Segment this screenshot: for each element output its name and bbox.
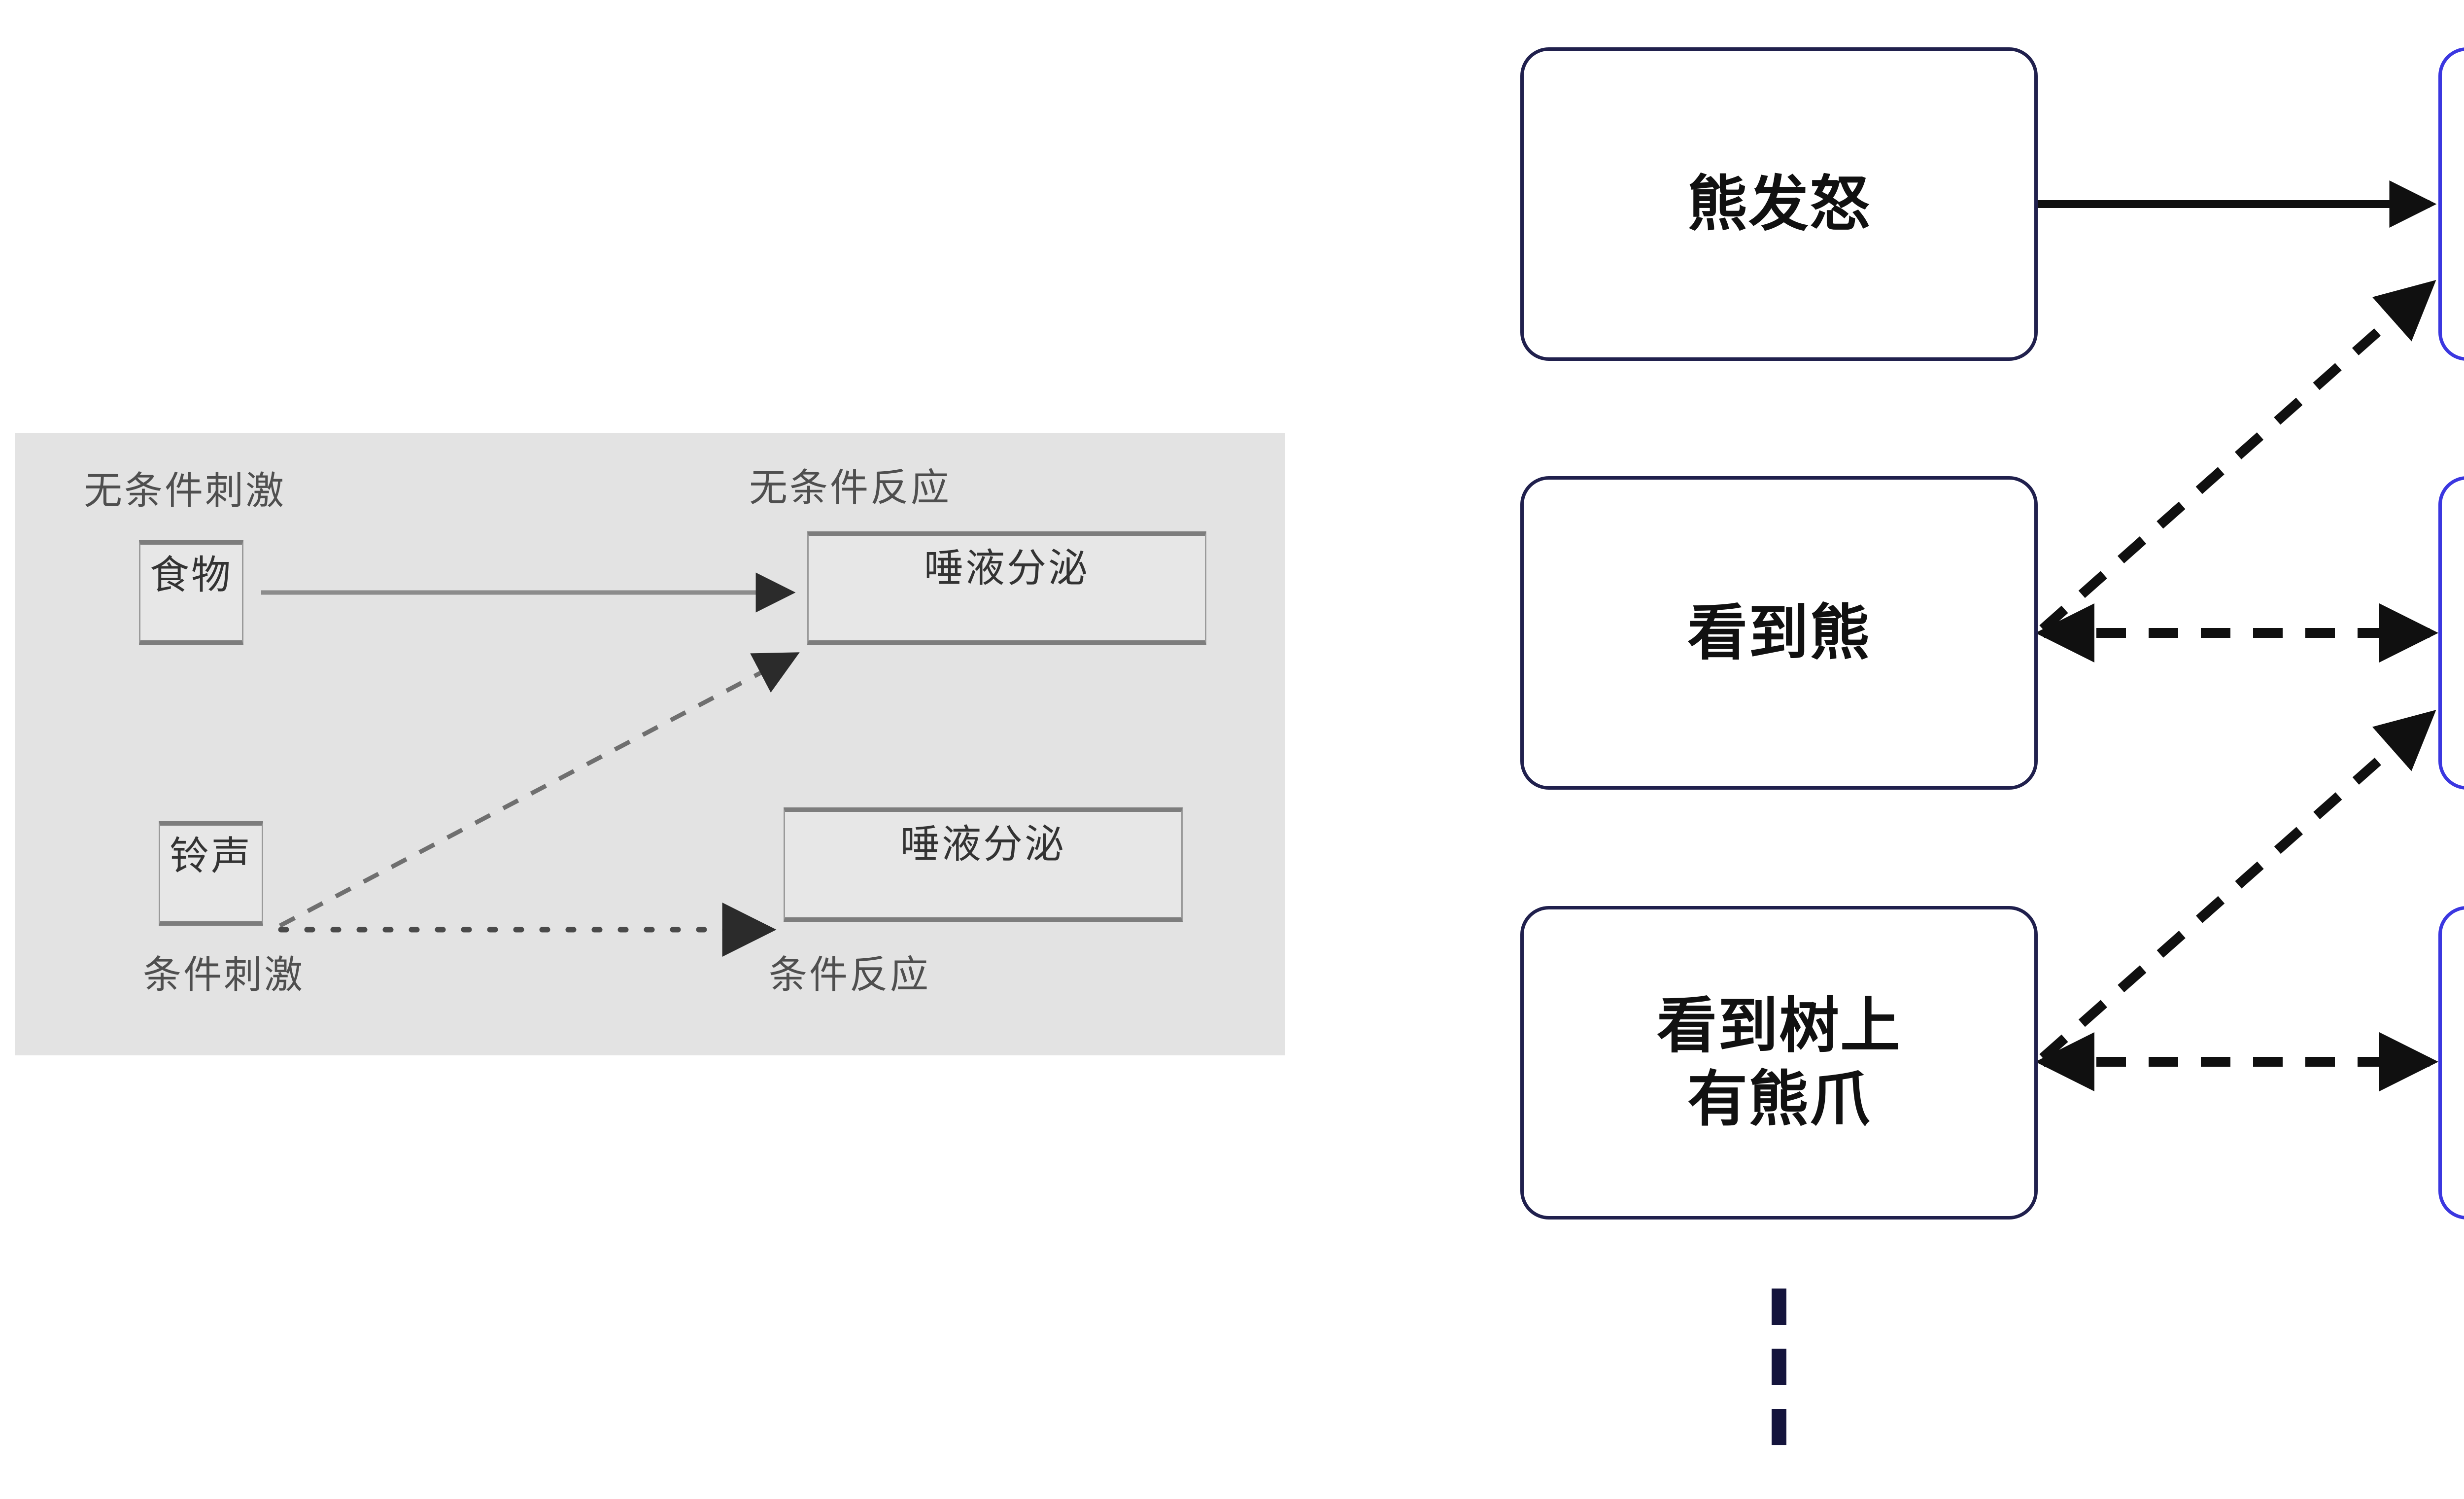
pavlov-box-food: 食物 [139,540,243,645]
rl-value-box-reward: 奖励 [2438,47,2464,361]
rl-state-label-see-bear: 看到熊 [1687,599,1871,666]
ellipsis-dot [1772,1349,1786,1385]
pavlov-box-bell: 铃声 [159,821,263,926]
pavlov-box-salivation-conditioned-label: 唾液分泌 [900,822,1066,866]
rl-value-box-value-s-prime: V(s′) [2438,476,2464,790]
pavlov-box-food-label: 食物 [150,553,233,597]
pavlov-box-salivation-conditioned: 唾液分泌 [784,807,1183,922]
arrow-bell-to-salivation-uncond [278,652,800,928]
rl-value-box-value-s: V(s) [2438,906,2464,1220]
edge-see-bear-to-reward [2039,280,2436,633]
edge-see-claw-to-value-s-prime [2039,710,2436,1062]
rl-state-column-ellipsis [1772,1289,1786,1445]
rl-state-label-bear-angry: 熊发怒 [1687,170,1871,238]
pavlov-box-salivation-unconditioned-label: 唾液分泌 [924,546,1090,590]
pavlov-box-bell-label: 铃声 [170,834,252,878]
rl-value-propagation-diagram: 熊发怒 看到熊 看到树上 有熊爪 奖励 V(s′) V(s) [1429,0,2464,1499]
label-conditioned-response: 条件反应 [769,953,931,996]
label-unconditioned-stimulus: 无条件刺激 [84,469,286,512]
rl-state-label-see-claw-on-tree: 看到树上 有熊爪 [1657,992,1901,1133]
ellipsis-dot [1772,1409,1786,1445]
label-unconditioned-response: 无条件反应 [749,466,952,509]
label-conditioned-stimulus: 条件刺激 [143,953,305,996]
pavlov-box-salivation-unconditioned: 唾液分泌 [807,531,1206,645]
ellipsis-dot [1772,1289,1786,1325]
rl-state-box-see-claw-on-tree: 看到树上 有熊爪 [1520,906,2038,1220]
rl-state-box-bear-angry: 熊发怒 [1520,47,2038,361]
rl-state-box-see-bear: 看到熊 [1520,476,2038,790]
pavlov-conditioning-panel: 无条件刺激 无条件反应 条件刺激 条件反应 食物 铃声 唾液分泌 唾液分泌 [15,433,1285,1055]
